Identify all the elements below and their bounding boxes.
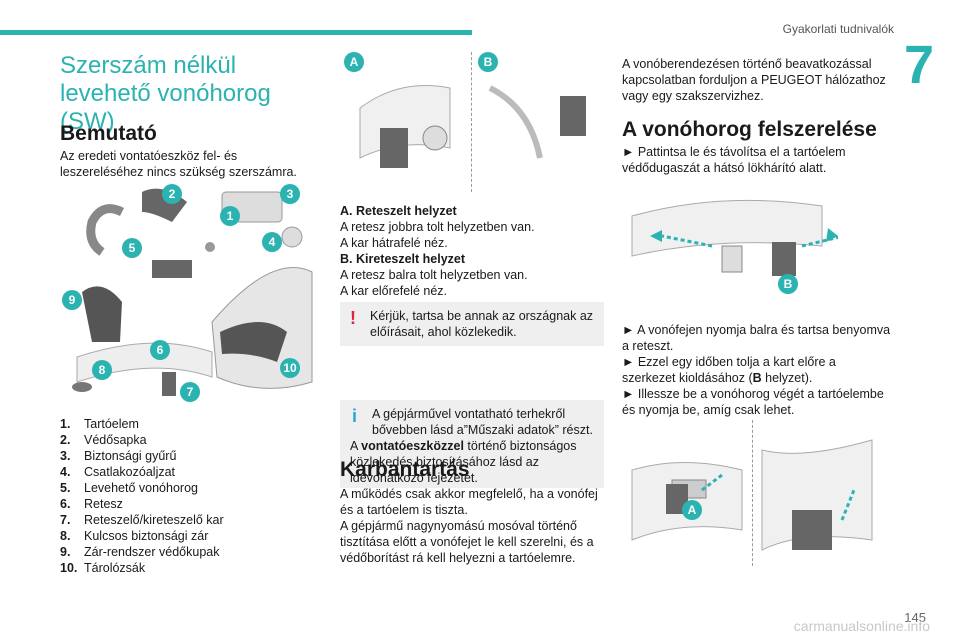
callout-6: 6 bbox=[150, 340, 170, 360]
info-note: i A gépjárművel vontatható terhekről bőv… bbox=[340, 400, 604, 488]
lock-cover-shape bbox=[82, 286, 122, 342]
insertion-divider bbox=[752, 420, 753, 566]
carrier-plug bbox=[721, 245, 743, 273]
legend-item: 4.Csatlakozóaljzat bbox=[60, 465, 176, 479]
steps-2-4: ► A vonófejen nyomja balra és tartsa ben… bbox=[622, 322, 892, 418]
service-note: A vonóberendezésen történő beavatkozássa… bbox=[622, 57, 886, 103]
info-text-1: A gépjárművel vontatható terhekről bőveb… bbox=[372, 407, 593, 437]
callout-b-step: B bbox=[778, 274, 798, 294]
step-2: ► A vonófejen nyomja balra és tartsa ben… bbox=[622, 323, 891, 353]
intro-text: Az eredeti vontatóeszköz fel- és leszere… bbox=[60, 149, 297, 179]
callout-2: 2 bbox=[162, 184, 182, 204]
header-accent-bar bbox=[0, 30, 472, 35]
callout-7: 7 bbox=[180, 382, 200, 402]
page-number: 145 bbox=[904, 610, 926, 625]
cap-removal-illustration: B bbox=[622, 186, 845, 296]
bumper-b bbox=[761, 439, 873, 551]
legend-item: 7.Reteszelő/kireteszelő kar bbox=[60, 513, 224, 527]
chapter-number: 7 bbox=[903, 35, 934, 95]
callout-9: 9 bbox=[62, 290, 82, 310]
legend-item: 10.Tárolózsák bbox=[60, 561, 146, 575]
arm-b bbox=[488, 85, 543, 159]
section-heading-karbantartas: Karbantartás bbox=[340, 458, 470, 481]
latch-divider bbox=[471, 52, 472, 192]
warning-note: ! Kérjük, tartsa be annak az országnak a… bbox=[340, 302, 604, 346]
lever-shape bbox=[162, 372, 176, 396]
legend-item: 6.Retesz bbox=[60, 497, 123, 511]
maintenance-text: A működés csak akkor megfelelő, ha a von… bbox=[340, 486, 606, 566]
legend-item: 3.Biztonsági gyűrű bbox=[60, 449, 177, 463]
hook-insertion-illustration: A bbox=[622, 420, 892, 568]
lever-arrow-line bbox=[840, 489, 856, 521]
towball-arm bbox=[86, 204, 125, 256]
section-title: Gyakorlati tudnivalók bbox=[782, 22, 894, 36]
legend-item: 8.Kulcsos biztonsági zár bbox=[60, 529, 209, 543]
latch-a-title: A. Reteszelt helyzet bbox=[340, 204, 457, 218]
callout-8: 8 bbox=[92, 360, 112, 380]
latch-positions-illustration: A B bbox=[340, 48, 606, 196]
legend-item: 1.Tartóelem bbox=[60, 417, 139, 431]
latch-description: A. Reteszelt helyzet A retesz jobbra tol… bbox=[340, 203, 606, 299]
storage-bag-opening bbox=[220, 322, 287, 362]
info-icon: i bbox=[352, 406, 358, 426]
callout-10: 10 bbox=[280, 358, 300, 378]
latch-positions-drawing bbox=[359, 85, 586, 168]
hook-insertion-drawing bbox=[631, 439, 873, 551]
callout-a-step: A bbox=[682, 500, 702, 520]
right-arrow-head bbox=[826, 228, 838, 242]
main-title: Szerszám nélkül levehető vonóhorog (SW) bbox=[60, 52, 271, 135]
left-arrow-line bbox=[661, 234, 713, 248]
lock-knob-a bbox=[422, 125, 448, 151]
latch-a-line1: A retesz jobbra tolt helyzetben van. bbox=[340, 220, 535, 234]
lever-b bbox=[792, 510, 832, 550]
legend-list: 1.Tartóelem 2.Védősapka 3.Biztonsági gyű… bbox=[60, 416, 322, 576]
warning-icon: ! bbox=[350, 308, 356, 328]
latch-b-line1: A retesz balra tolt helyzetben van. bbox=[340, 268, 528, 282]
left-arrow-head bbox=[650, 230, 662, 242]
callout-b: B bbox=[478, 52, 498, 72]
latch-a-line2: A kar hátrafelé néz. bbox=[340, 236, 448, 250]
maintenance-p1: A működés csak akkor megfelelő, ha a von… bbox=[340, 487, 598, 517]
step-3: ► Ezzel egy időben tolja a kart előre a … bbox=[622, 355, 836, 385]
step-1: ► Pattintsa le és távolítsa el a tartóel… bbox=[622, 145, 846, 175]
step-4: ► Illessze be a vonóhorog végét a tartóe… bbox=[622, 387, 884, 417]
legend-item: 9.Zár-rendszer védőkupak bbox=[60, 545, 220, 559]
key-shape bbox=[72, 382, 92, 392]
hook-latch bbox=[152, 260, 192, 278]
latch-b-line2: A kar előrefelé néz. bbox=[340, 284, 448, 298]
towball-tip bbox=[205, 242, 215, 252]
right-arrow-line bbox=[801, 234, 845, 248]
legend-item: 2.Védősapka bbox=[60, 433, 147, 447]
callout-3: 3 bbox=[280, 184, 300, 204]
callout-a: A bbox=[344, 52, 364, 72]
socket-shape bbox=[281, 226, 303, 248]
section-heading-felszereles: A vonóhorog felszerelése bbox=[622, 118, 877, 141]
info-text-2: A vontatóeszközzel történő biztonságos k… bbox=[350, 439, 577, 485]
callout-4: 4 bbox=[262, 232, 282, 252]
protective-cap bbox=[772, 242, 796, 276]
latch-b-title: B. Kireteszelt helyzet bbox=[340, 252, 466, 266]
legend-item: 5.Levehető vonóhorog bbox=[60, 481, 198, 495]
watermark: carmanualsonline.info bbox=[793, 618, 930, 634]
section-heading-bemutato: Bemutató bbox=[60, 122, 157, 145]
callout-5: 5 bbox=[122, 238, 142, 258]
callout-1: 1 bbox=[220, 206, 240, 226]
latch-b bbox=[560, 96, 586, 136]
cap-removal-drawing bbox=[631, 199, 845, 276]
towbar-components-illustration: 2 1 3 4 5 9 8 6 7 10 bbox=[62, 182, 320, 404]
warning-text: Kérjük, tartsa be annak az országnak az … bbox=[370, 309, 594, 339]
maintenance-p2: A gépjármű nagynyomású mosóval történő t… bbox=[340, 519, 594, 565]
latch-a bbox=[380, 128, 408, 168]
